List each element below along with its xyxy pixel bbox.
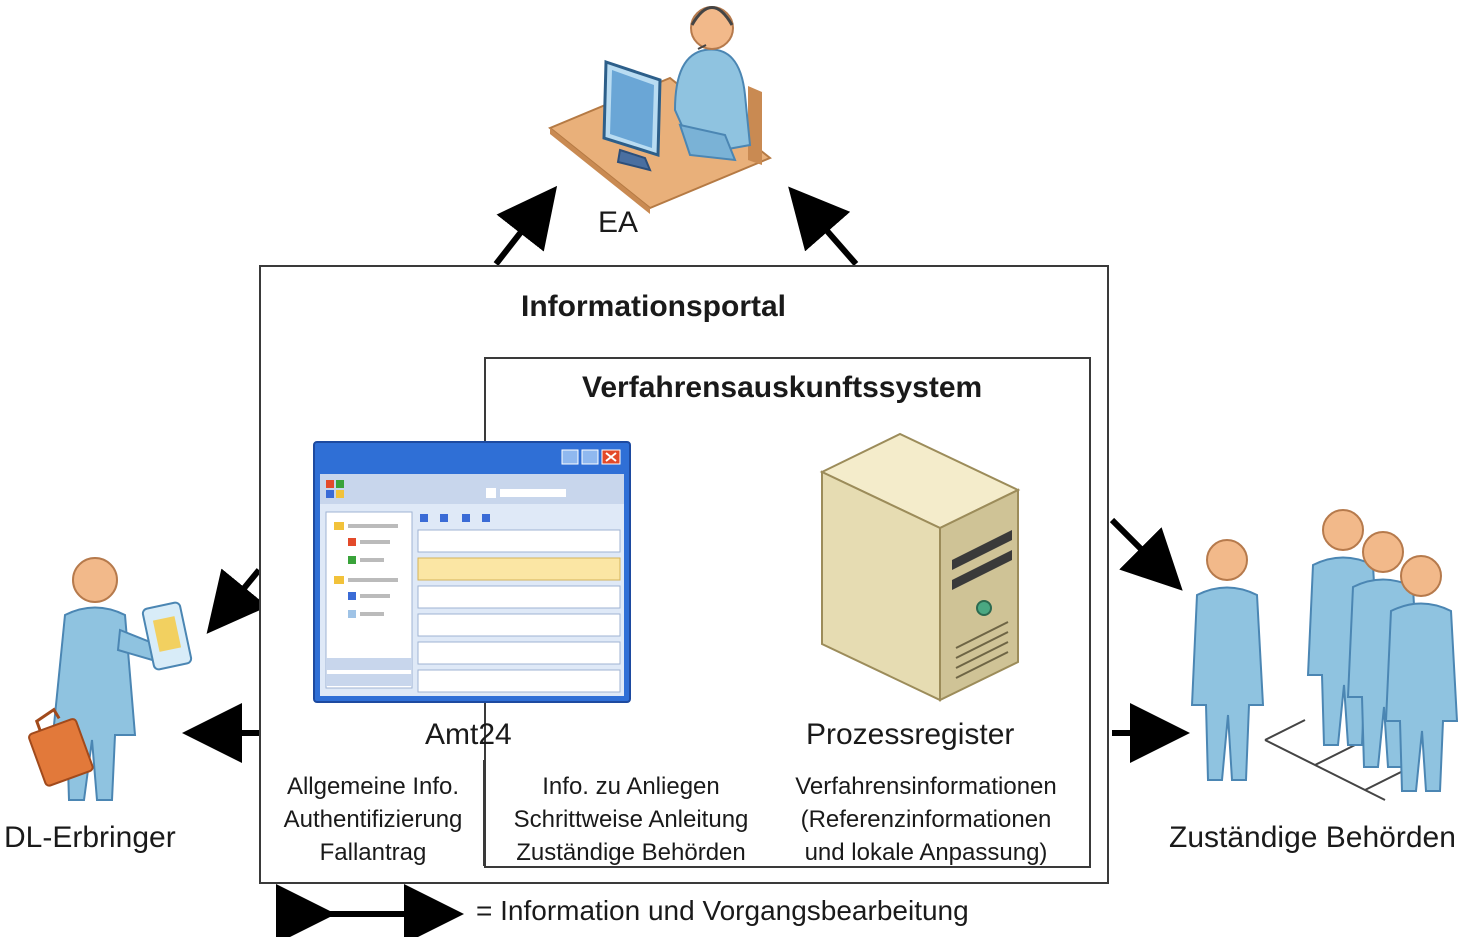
prozessregister-desc-line: Verfahrensinformationen [795,773,1057,800]
amt24-desc-line: Fallantrag [319,839,427,866]
server-icon [819,432,1021,702]
behoerden-group-icon [1190,509,1459,801]
prozessregister-label: Prozessregister [806,718,1015,751]
vas-desc-line: Schrittweise Anleitung [513,806,749,833]
amt24-window-icon [313,441,631,703]
vas-title: Verfahrensauskunftssystem [582,371,983,404]
amt24-description: Allgemeine Info. Authentifizierung Falla… [264,770,482,869]
behoerden-label: Zuständige Behörden [1169,821,1456,854]
vas-desc-line: Info. zu Anliegen [542,773,720,800]
arrow-portal-to-dl-upper [206,568,268,634]
arrow-portal-to-behoerden-upper [1109,517,1183,591]
prozessregister-description: Verfahrensinformationen (Referenzinforma… [772,770,1080,869]
official-4 [1384,555,1459,792]
prozessregister-desc-line: (Referenzinformationen [800,806,1052,833]
ea-label: EA [598,206,639,239]
vas-description: Info. zu Anliegen Schrittweise Anleitung… [490,770,772,869]
dl-erbringer-label: DL-Erbringer [4,821,176,854]
amt24-desc-line: Allgemeine Info. [286,773,460,800]
portal-title: Informationsportal [521,290,787,323]
amt24-label: Amt24 [425,718,512,751]
official-1 [1190,539,1265,781]
prozessregister-desc-line: und lokale Anpassung) [804,839,1048,866]
dl-erbringer-person-icon [28,557,193,801]
vas-desc-line: Zuständige Behörden [516,839,746,866]
ea-agent-icon [548,6,772,214]
legend-text: = Information und Vorgangsbearbeitung [476,895,969,926]
arrow-portal-to-ea-right [788,186,859,266]
arrow-portal-to-ea-left [493,185,558,266]
amt24-desc-line: Authentifizierung [283,806,463,833]
